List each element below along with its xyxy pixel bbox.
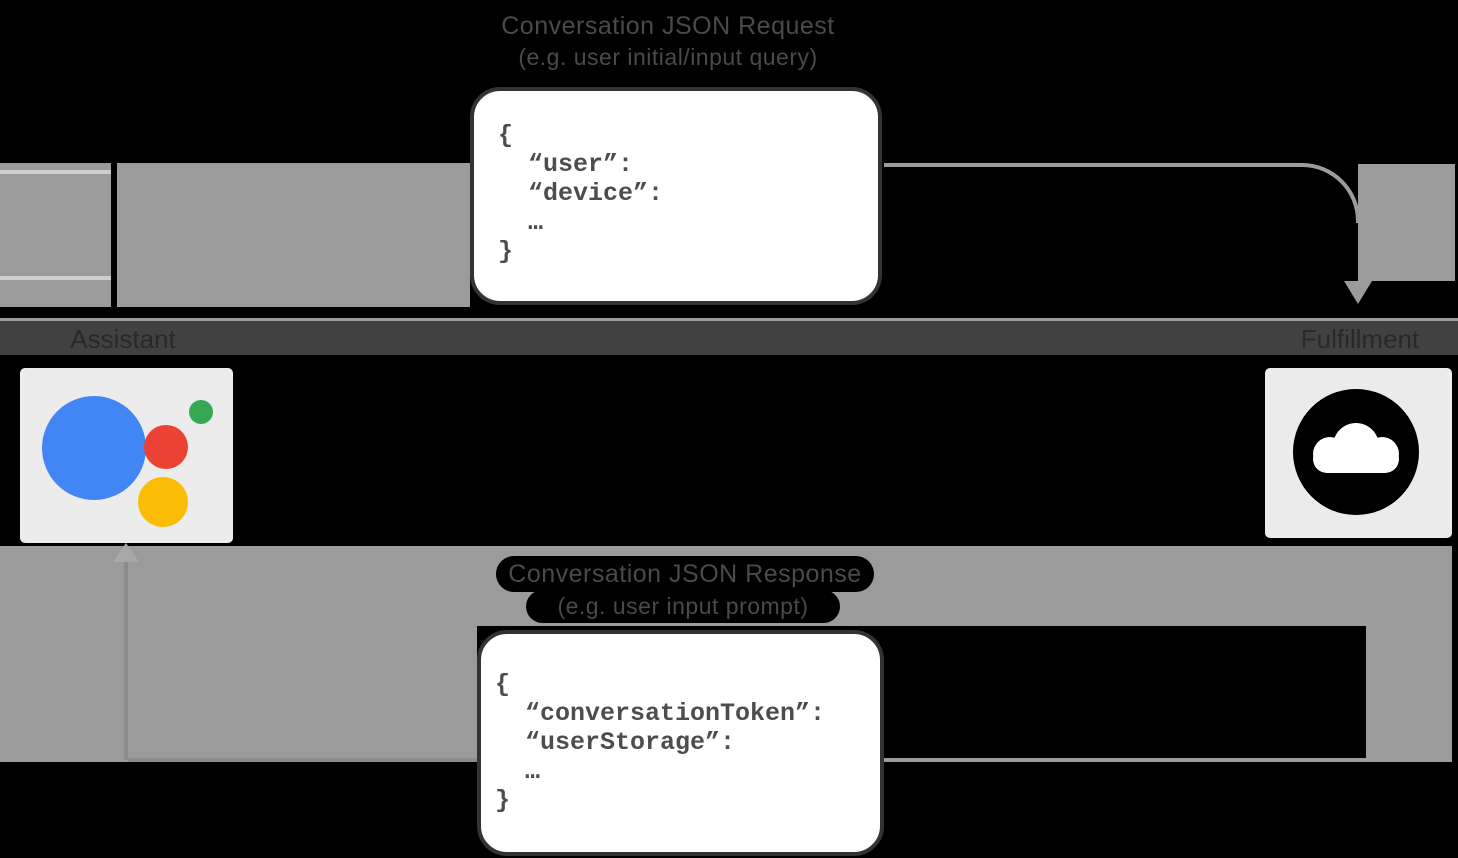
request-json-box: { “user”: “device”: … } [470, 87, 882, 305]
assistant-logo-yellow-circle [138, 477, 188, 527]
request-arrow-corner [1302, 163, 1360, 223]
code-line: “userStorage”: [495, 728, 736, 757]
assistant-box [20, 368, 233, 543]
code-line: { [498, 121, 514, 150]
assistant-logo-green-dot [189, 400, 213, 424]
fulfillment-box [1265, 368, 1452, 538]
code-line: } [495, 786, 511, 815]
request-band-right [1358, 164, 1455, 281]
response-arrowhead-up [113, 543, 139, 562]
request-arrow-line-upper [0, 170, 111, 174]
response-arrow-vertical [124, 560, 128, 760]
label-band-top-line [0, 318, 1458, 321]
code-line: “conversationToken”: [495, 699, 826, 728]
request-band-mid [117, 163, 470, 307]
response-arrow-horizontal-left [128, 758, 477, 762]
request-arrow-horizontal [884, 163, 1304, 167]
request-arrowhead-down [1344, 281, 1372, 304]
code-line: … [498, 208, 544, 237]
assistant-logo-red-circle [144, 425, 188, 469]
code-line: { [495, 670, 511, 699]
assistant-label: Assistant [70, 324, 176, 354]
request-label-subtitle: (e.g. user initial/input query) [518, 44, 818, 70]
code-line: … [495, 757, 541, 786]
assistant-logo-blue-circle [42, 396, 146, 500]
response-band-left [0, 626, 477, 762]
request-label-title: Conversation JSON Request [501, 12, 835, 40]
response-label-subtitle: (e.g. user input prompt) [526, 590, 840, 623]
actor-label-band [0, 321, 1458, 355]
request-arrow-line-lower [0, 276, 111, 280]
response-arrow-horizontal-right [884, 758, 1366, 762]
code-line: “user”: [498, 150, 634, 179]
code-line: } [498, 237, 514, 266]
code-line: “device”: [498, 179, 664, 208]
request-band-left [0, 163, 111, 307]
response-band-right [1366, 546, 1452, 762]
response-json-box: { “conversationToken”: “userStorage”: … … [477, 630, 884, 856]
response-label-title: Conversation JSON Response [496, 556, 874, 592]
fulfillment-label: Fulfillment [1300, 324, 1420, 354]
cloud-icon [1293, 389, 1419, 515]
cloud-icon-base [1313, 445, 1399, 473]
